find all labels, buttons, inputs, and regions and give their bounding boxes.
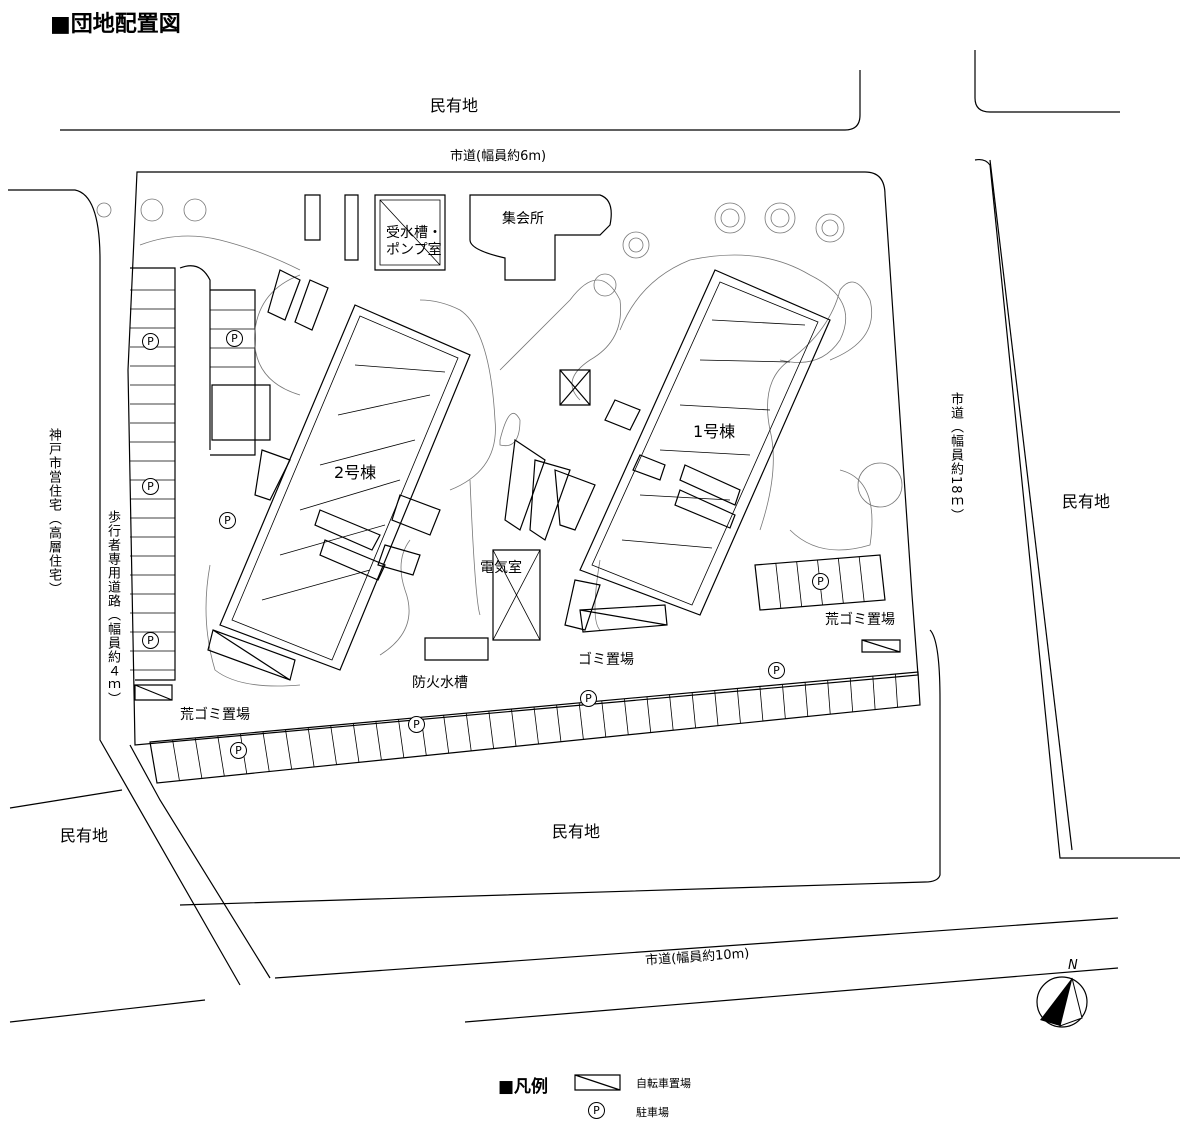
- parking-mark-icon: P: [812, 573, 829, 590]
- label-garbage: ゴミ置場: [578, 652, 634, 668]
- parking-stall-line: [352, 723, 360, 763]
- parking-stall-line: [714, 690, 719, 726]
- site-boundary: [127, 171, 919, 746]
- label-private-land-bottom: 民有地: [552, 822, 601, 841]
- parking-stall-line: [872, 676, 876, 710]
- road-edge-left: [8, 189, 241, 986]
- parking-stall-line: [837, 558, 844, 604]
- parking-stall-line: [556, 704, 562, 742]
- building-1-outline: [579, 269, 831, 616]
- legend-parking-label: 駐車場: [636, 1106, 669, 1119]
- label-electric-room: 電気室: [480, 560, 522, 576]
- parking-stall-line: [759, 686, 764, 722]
- parking-stall-line: [775, 563, 782, 609]
- parking-stall-line: [827, 680, 831, 715]
- parking-stall-line: [375, 721, 382, 761]
- label-north: N: [1068, 958, 1078, 973]
- parking-mark-icon: P: [230, 742, 247, 759]
- parking-mark-icon: P: [142, 478, 159, 495]
- parking-stall-line: [465, 713, 472, 751]
- parking-stall-line: [443, 715, 450, 754]
- parking-stall-line: [849, 678, 854, 712]
- label-kobe-housing: 神戸市営住宅（高層住宅）: [46, 428, 61, 596]
- parking-mark-icon: P: [226, 330, 243, 347]
- parking-stall-line: [669, 694, 674, 731]
- parking-mark-icon: P: [142, 632, 159, 649]
- label-meeting-hall: 集会所: [502, 211, 544, 227]
- parking-stall-line: [782, 684, 786, 719]
- parking-stall-line: [488, 711, 495, 749]
- parking-mark-icon: P: [768, 662, 785, 679]
- parking-stall-line: [796, 561, 803, 607]
- parking-bottom: [149, 671, 921, 784]
- parking-stall-line: [262, 731, 270, 772]
- road-edge-left-inner: [129, 744, 271, 979]
- building-2-outline: [219, 304, 471, 671]
- parking-mark-icon: P: [408, 716, 425, 733]
- label-private-land-left: 民有地: [60, 826, 109, 845]
- legend-bicycle-label: 自転車置場: [636, 1077, 691, 1090]
- parking-mark-icon: P: [142, 333, 159, 350]
- parking-stall-line: [172, 739, 180, 781]
- parking-stall-line: [330, 725, 337, 765]
- parking-stall-line: [285, 729, 293, 770]
- label-building-1: 1号棟: [693, 422, 736, 441]
- legend-parking-icon: P: [588, 1102, 605, 1119]
- road-edge-top: [60, 70, 861, 131]
- parking-stall-line: [511, 709, 517, 747]
- label-pedestrian-road: 歩行者専用道路（幅員約４ｍ）: [105, 510, 120, 706]
- road-edge-right-inner: [989, 159, 1073, 851]
- legend-bicycle-icon: [574, 1074, 621, 1091]
- label-pump-room: ポンプ室: [386, 242, 442, 258]
- label-water-tank: 受水槽・: [386, 225, 442, 241]
- meeting-hall-outline: [469, 194, 612, 281]
- parking-stall-line: [533, 706, 539, 745]
- parking-stall-line: [691, 692, 696, 728]
- parking-stall-line: [217, 735, 225, 777]
- label-city-road-6m: 市道(幅員約6m): [450, 149, 547, 164]
- label-private-land-right: 民有地: [1062, 492, 1111, 511]
- parking-stall-line: [804, 682, 809, 717]
- page-title: ■団地配置図: [50, 12, 181, 37]
- parking-stall-line: [646, 696, 652, 733]
- parking-stall-line: [307, 727, 315, 768]
- label-bulky-garbage-left: 荒ゴミ置場: [180, 707, 250, 723]
- parking-stall-line: [736, 688, 741, 724]
- label-fire-tank: 防火水槽: [412, 675, 468, 691]
- parking-stall-line: [398, 719, 405, 758]
- label-building-2: 2号棟: [334, 463, 377, 482]
- legend-title: ■凡例: [498, 1077, 549, 1097]
- label-city-road-18m: 市道（幅員約18ｍ）: [948, 392, 963, 523]
- parking-stall-line: [895, 674, 898, 708]
- parking-stall-line: [858, 556, 865, 602]
- label-private-land-top: 民有地: [430, 96, 479, 115]
- parking-mark-icon: P: [580, 690, 597, 707]
- road-edge-top-right: [974, 50, 1120, 113]
- parking-stall-line: [194, 737, 203, 779]
- north-arrow-icon: [1036, 976, 1088, 1028]
- parking-stall-line: [623, 698, 629, 735]
- parking-mark-icon: P: [219, 512, 236, 529]
- label-bulky-garbage-right: 荒ゴミ置場: [825, 612, 895, 628]
- parking-stall-line: [601, 700, 607, 738]
- parking-stall-line: [578, 702, 584, 740]
